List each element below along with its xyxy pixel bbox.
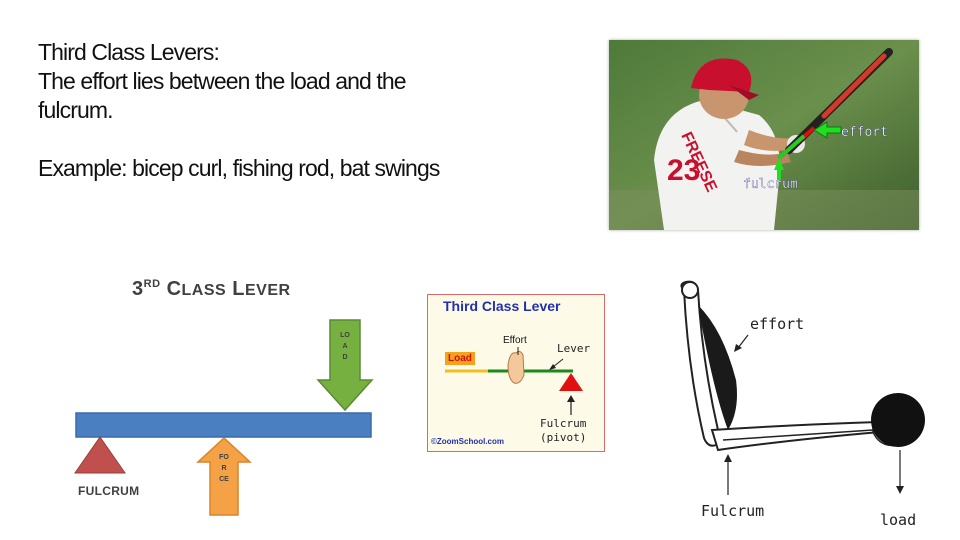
arm-lever-diagram: effort Fulcrum load: [668, 280, 948, 535]
force-label: FORCE: [219, 454, 229, 483]
example-text: Example: bicep curl, fishing rod, bat sw…: [38, 155, 440, 181]
load-label: LOAD: [340, 332, 350, 361]
lever-shapes: [74, 319, 374, 516]
arm-load-label: load: [880, 511, 917, 529]
zoom-fulcrum-triangle: [559, 373, 583, 391]
zoomschool-lever-diagram: Third Class Lever Effort Lever Load Fulc…: [427, 294, 605, 452]
lever-beam: [75, 412, 372, 438]
zoom-fulcrum-text: Fulcrum: [540, 417, 587, 430]
photo-effort-label: effort: [841, 125, 888, 140]
title-lever-initial: L: [232, 278, 245, 300]
fulcrum-triangle: [74, 436, 126, 474]
title-number: 3: [132, 278, 144, 300]
zoom-credit: ©ZoomSchool.com: [431, 437, 505, 446]
slide-text: Third Class Levers: The effort lies betw…: [38, 38, 598, 183]
jersey-number: 23: [667, 154, 700, 187]
third-class-lever-diagram: 3RD CLASS LEVER LOAD FORCE FULCRUM: [70, 270, 390, 520]
title-class-rest: LASS: [181, 282, 227, 299]
baseball-swing-photo: FREESE 23 effort fulcrum: [609, 40, 919, 230]
photo-fulcrum-label: fulcrum: [743, 177, 798, 192]
zoom-lever-label: Lever: [557, 342, 591, 355]
load-arrow: [316, 319, 374, 412]
zoom-title: Third Class Lever: [443, 298, 561, 314]
title-lever-rest: EVER: [244, 282, 291, 299]
heading-line-2: The effort lies between the load and the: [38, 68, 407, 94]
zoom-load-label: Load: [445, 352, 475, 365]
baseball-swing-illustration: FREESE 23 effort fulcrum: [609, 40, 919, 230]
fulcrum-label: FULCRUM: [78, 484, 140, 498]
title-superscript: RD: [143, 278, 161, 290]
arm-fulcrum-label: Fulcrum: [701, 502, 765, 520]
heading-line-1: Third Class Levers:: [38, 39, 220, 65]
title-class-initial: C: [166, 278, 182, 300]
zoom-pivot-text: (pivot): [540, 431, 587, 444]
ball-load: [871, 393, 925, 447]
arm-effort-label: effort: [750, 315, 805, 333]
arm-illustration: [680, 280, 925, 495]
zoom-effort-label: Effort: [503, 335, 527, 346]
force-arrow: [196, 436, 252, 516]
hand-icon: [507, 350, 525, 384]
zoom-shapes: [445, 347, 583, 415]
heading-line-3: fulcrum.: [38, 97, 113, 123]
lever-diagram-title: 3RD CLASS LEVER: [132, 278, 291, 301]
zoom-fulcrum-label: Fulcrum(pivot): [540, 417, 586, 445]
